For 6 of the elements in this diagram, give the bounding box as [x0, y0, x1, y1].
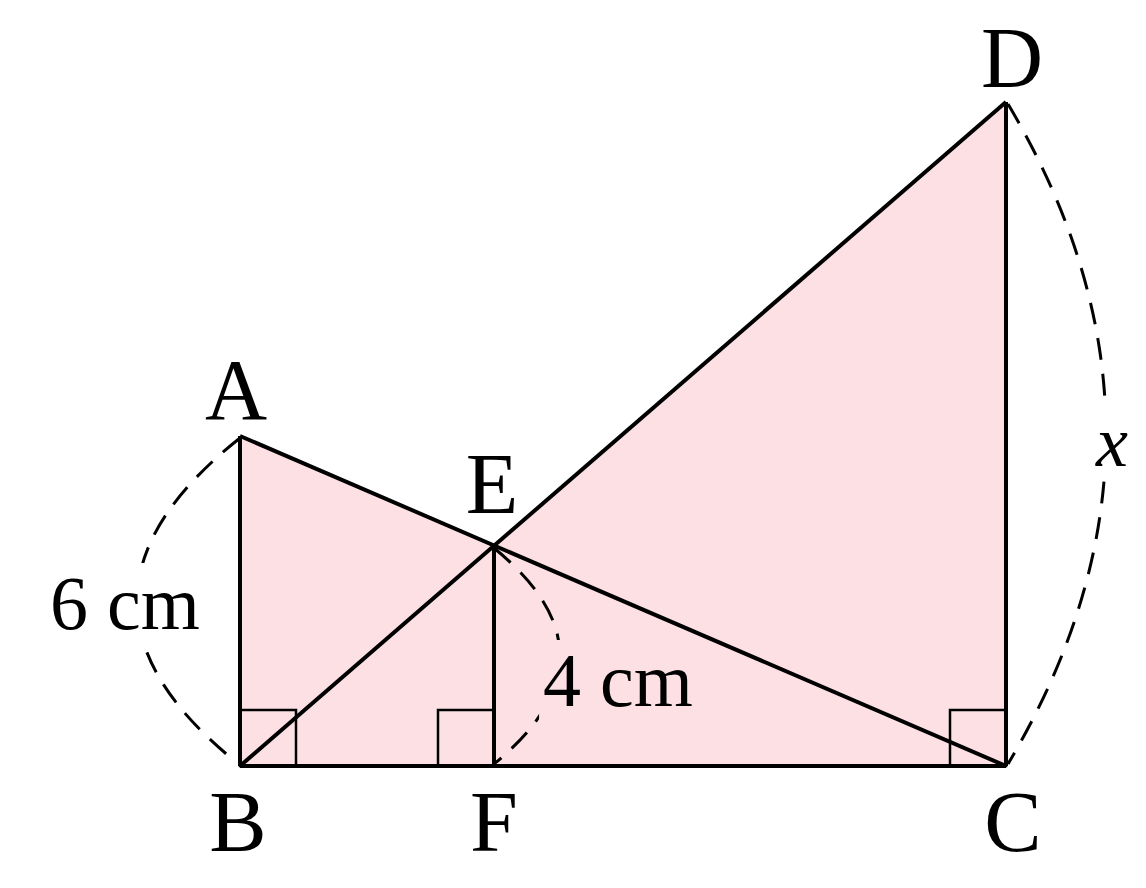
point-label: A	[203, 345, 269, 435]
point-label: F	[469, 777, 519, 867]
point-label: D	[979, 13, 1045, 103]
point-label: B	[208, 777, 268, 867]
point-label: E	[464, 439, 520, 529]
point-label: C	[983, 777, 1043, 867]
